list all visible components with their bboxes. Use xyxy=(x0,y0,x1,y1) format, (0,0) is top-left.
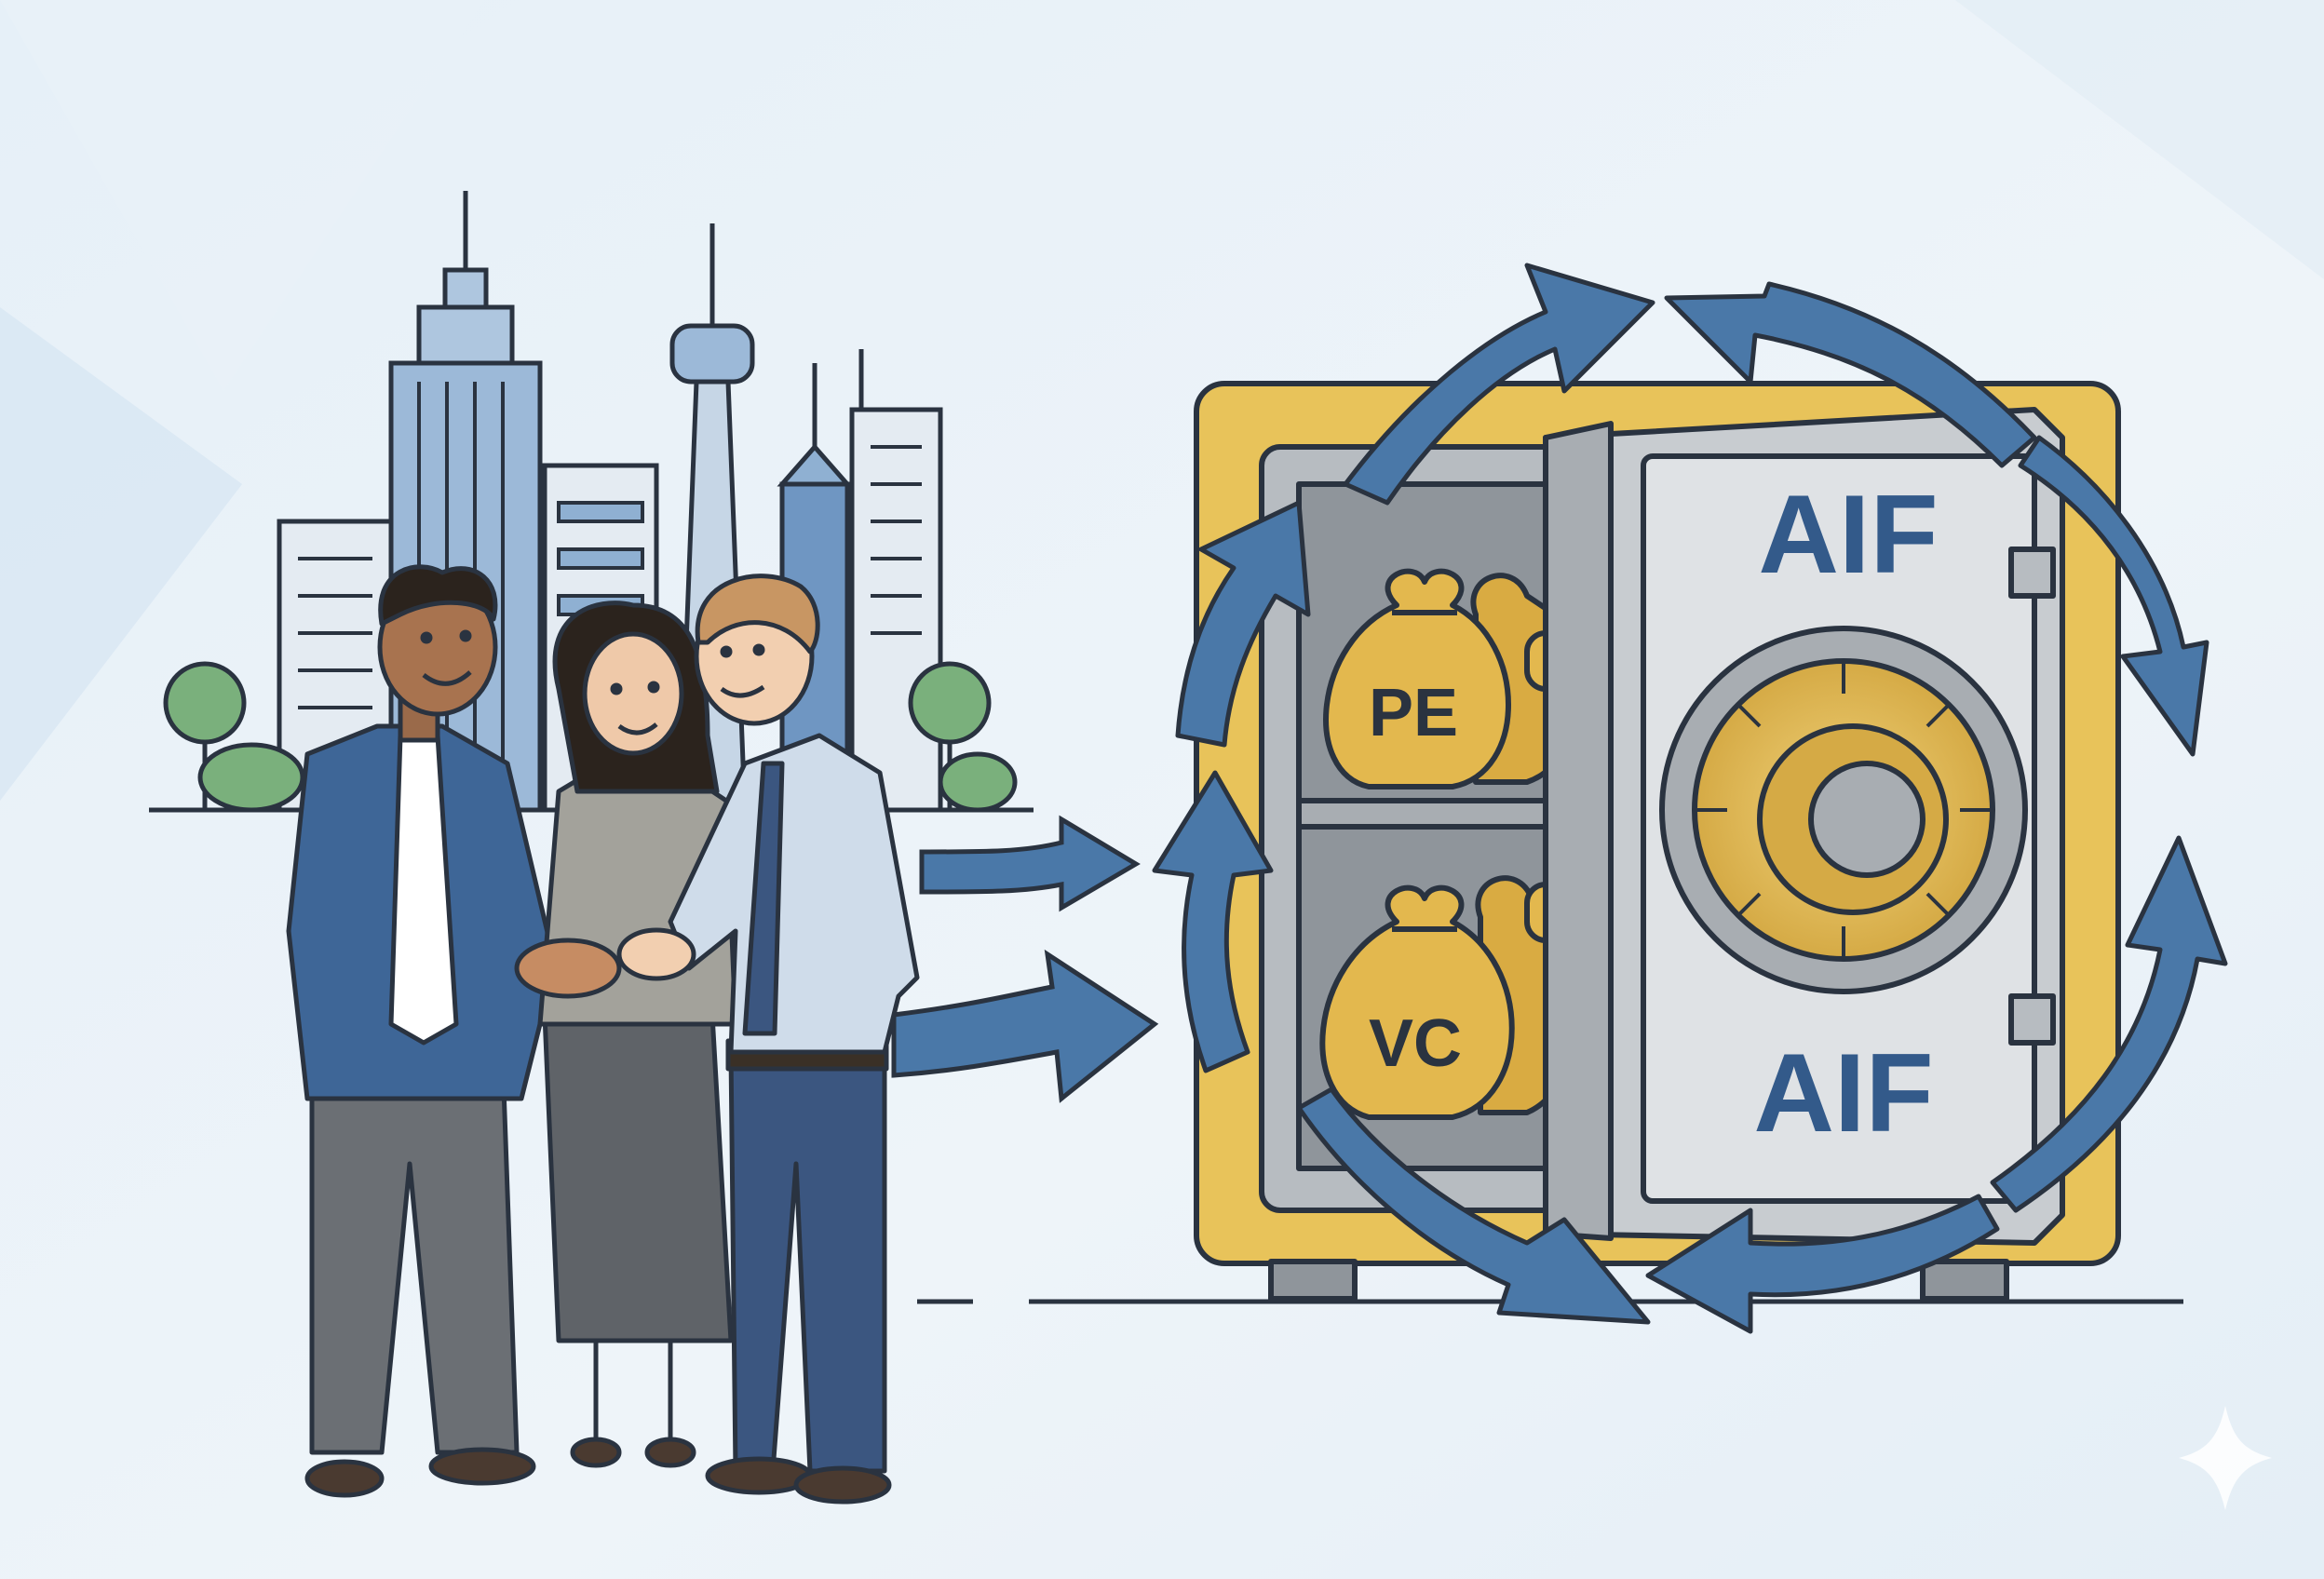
eye xyxy=(610,682,623,695)
head xyxy=(582,631,684,756)
vault-label-bottom: AIF xyxy=(1753,1031,1933,1155)
door-latch xyxy=(2008,547,2056,599)
pants xyxy=(728,1049,887,1474)
hair xyxy=(378,564,498,627)
eye xyxy=(752,643,765,656)
tie xyxy=(742,761,785,1036)
background-facet xyxy=(1955,0,2324,279)
cycle-arrows xyxy=(1152,263,2228,1334)
smile xyxy=(422,670,472,686)
dial-knob-center xyxy=(1808,761,1925,878)
building-windows xyxy=(298,557,372,709)
dial-ticks xyxy=(1696,663,1991,957)
flow-arrow-lower xyxy=(891,949,1159,1103)
background-facet xyxy=(0,307,242,801)
money-bag-label: PE xyxy=(1369,676,1458,750)
tower-pod xyxy=(669,323,755,385)
tree xyxy=(163,661,247,745)
tree xyxy=(908,661,992,745)
eye xyxy=(459,629,472,642)
building-roof xyxy=(777,443,853,487)
money-bag-body xyxy=(1319,884,1515,1120)
shoe xyxy=(793,1465,892,1505)
hair xyxy=(695,574,820,655)
vault-feet xyxy=(1268,1259,1358,1302)
building-tall-top xyxy=(416,304,515,366)
cycle-arrow-bottom-left xyxy=(1296,1086,1651,1325)
building-windows xyxy=(871,445,922,635)
vault-feet xyxy=(1920,1259,2009,1302)
money-bag-label: VC xyxy=(1369,1006,1462,1081)
building xyxy=(849,407,943,813)
background-facet xyxy=(0,0,484,391)
cycle-arrow-right-upper xyxy=(2018,435,2209,757)
handshake xyxy=(514,938,622,999)
cycle-arrow-bottom-right xyxy=(1645,1194,2000,1334)
eye xyxy=(420,631,433,644)
door-latch xyxy=(2008,993,2056,1046)
smile xyxy=(720,684,765,698)
sparkle-icon xyxy=(2179,1406,2272,1510)
flow-arrow-upper xyxy=(919,815,1141,912)
cycle-arrow-top-left xyxy=(1343,263,1655,506)
eye xyxy=(647,681,660,694)
building-tall-crown xyxy=(442,267,489,310)
vault-door-edge xyxy=(1543,421,1614,1241)
cycle-arrow-top-right xyxy=(1664,281,2037,468)
cycle-arrow-left-lower xyxy=(1152,770,1274,1073)
person-left xyxy=(286,564,580,1498)
eye xyxy=(720,645,733,658)
bush xyxy=(938,751,1018,813)
shoe xyxy=(304,1459,385,1498)
smile xyxy=(617,722,658,736)
pants xyxy=(309,1059,520,1455)
person-right xyxy=(668,574,920,1505)
shoe xyxy=(428,1447,536,1486)
skirt xyxy=(542,1012,734,1343)
person-middle xyxy=(537,601,738,1468)
cycle-arrow-left-upper xyxy=(1175,500,1311,748)
shoe xyxy=(570,1437,622,1468)
hand xyxy=(616,927,696,981)
business-people xyxy=(286,564,920,1505)
cycle-arrow-right-lower xyxy=(1990,835,2228,1213)
flow-arrows xyxy=(891,815,1159,1103)
shoe xyxy=(644,1437,696,1468)
bush xyxy=(197,742,305,813)
vault: PE VC AIF AIF xyxy=(1194,381,2121,1302)
money-bag-body xyxy=(1323,568,1511,790)
vault-label-top: AIF xyxy=(1758,472,1938,597)
vault-shelf-edge xyxy=(1296,798,1581,830)
